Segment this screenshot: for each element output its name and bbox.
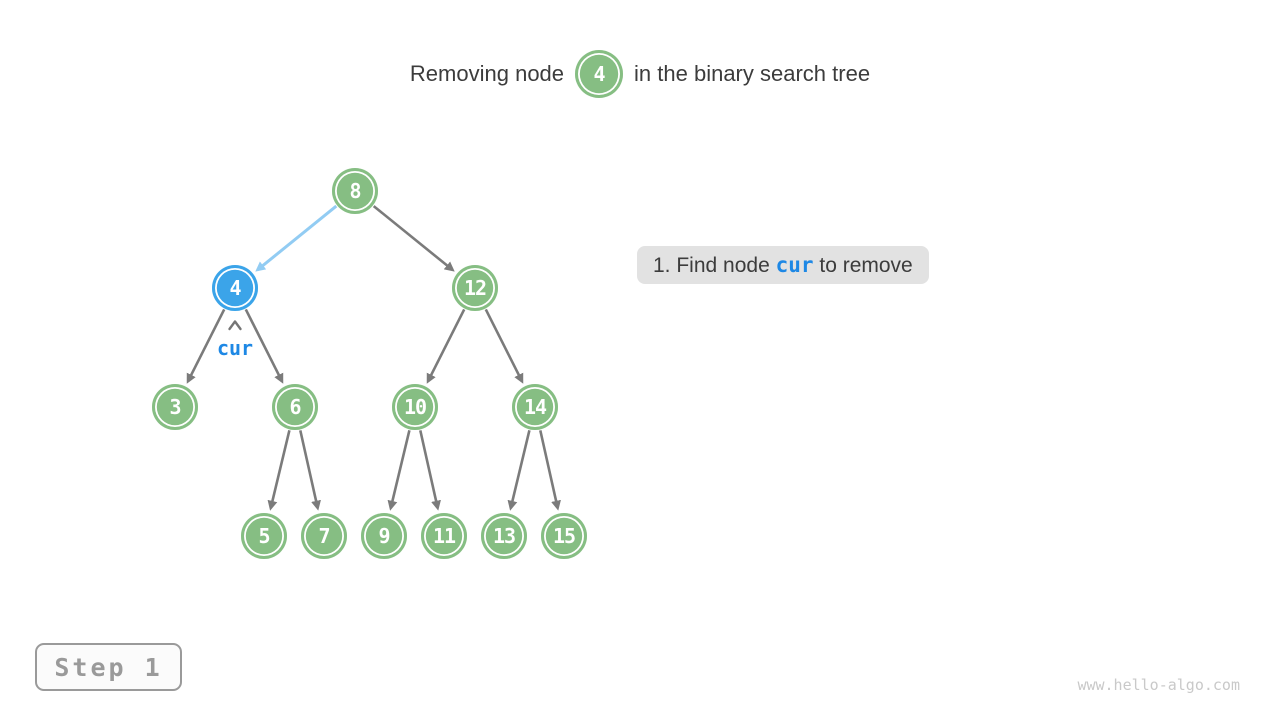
cur-pointer-caret-icon: [228, 320, 242, 331]
tree-edge-10-11: [419, 430, 441, 511]
tree-edge-8-12: [372, 205, 455, 272]
title-node-circle: 4: [575, 50, 624, 98]
watermark: www.hello-algo.com: [1077, 676, 1240, 694]
tree-node-11: 11: [421, 513, 467, 559]
figure-title: Removing node 4 in the binary search tre…: [0, 50, 1280, 98]
cur-pointer-label: cur: [216, 336, 254, 360]
tree-edge-14-13: [507, 429, 531, 511]
title-suffix: in the binary search tree: [634, 61, 871, 86]
tree-node-15: 15: [541, 513, 587, 559]
instruction-keyword: cur: [775, 253, 814, 277]
tree-edge-10-9: [387, 429, 411, 511]
tree-edge-6-7: [299, 430, 321, 511]
title-node-value: 4: [593, 62, 606, 86]
tree-edge-8-4: [255, 204, 338, 272]
tree-edge-6-5: [267, 429, 291, 511]
tree-edge-12-14: [484, 308, 524, 384]
instruction-badge: 1. Find node cur to remove: [637, 246, 929, 284]
tree-node-10: 10: [392, 384, 438, 430]
tree-node-9: 9: [361, 513, 407, 559]
instruction-text-before: 1. Find node: [653, 254, 776, 277]
tree-node-13: 13: [481, 513, 527, 559]
tree-node-12: 12: [452, 265, 498, 311]
tree-node-5: 5: [241, 513, 287, 559]
step-label: Step 1: [54, 652, 163, 682]
tree-node-14: 14: [512, 384, 558, 430]
step-badge: Step 1: [35, 643, 182, 691]
tree-node-6: 6: [272, 384, 318, 430]
tree-node-4: 4: [212, 265, 258, 311]
tree-edge-12-10: [426, 308, 466, 384]
title-prefix: Removing node: [409, 61, 565, 86]
tree-node-7: 7: [301, 513, 347, 559]
tree-edge-14-15: [539, 430, 561, 511]
tree-node-3: 3: [152, 384, 198, 430]
tree-node-8: 8: [332, 168, 378, 214]
instruction-text-after: to remove: [813, 254, 913, 277]
